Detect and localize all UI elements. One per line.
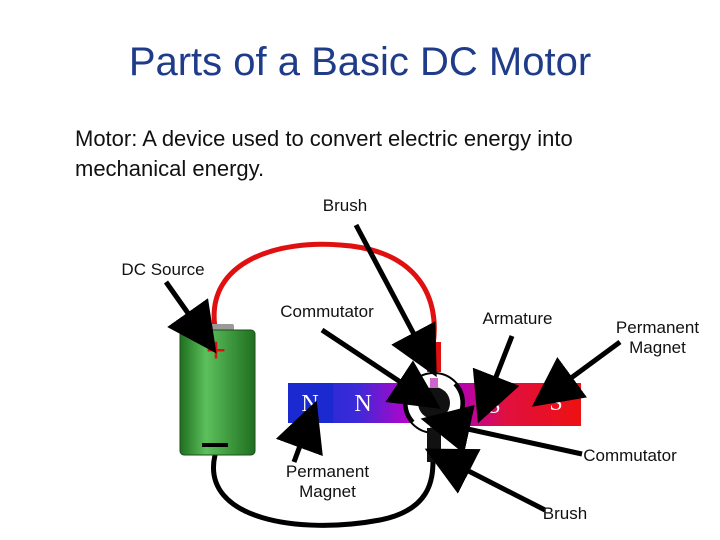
label-permanent-magnet-left-line1: Permanent <box>285 462 370 481</box>
magnet-pole-n2: N <box>354 391 371 417</box>
label-permanent-magnet-left: Permanent Magnet <box>275 462 380 502</box>
brush-bottom <box>427 428 441 462</box>
motor-definition: Motor: A device used to convert electric… <box>75 126 573 181</box>
label-brush-bottom: Brush <box>542 504 588 523</box>
arrow-commutator-left <box>320 327 441 409</box>
slide-title: Parts of a Basic DC Motor <box>128 40 592 84</box>
arrow-dc-source <box>163 280 217 354</box>
arrow-permanent-magnet-left <box>275 400 323 463</box>
label-commutator-right: Commutator <box>583 446 677 465</box>
commutator-segment-bottom <box>430 418 438 428</box>
arrow-permanent-magnet-right <box>531 339 622 407</box>
magnet-pole-s2: S <box>549 390 562 416</box>
commutator-segment-top <box>430 378 438 388</box>
arrow-commutator-right <box>420 404 583 457</box>
label-brush-top: Brush <box>322 196 368 215</box>
arrow-brush-top <box>353 223 437 378</box>
battery-plus-sign: + <box>206 330 227 370</box>
label-permanent-magnet-right-line2: Magnet <box>629 338 686 357</box>
label-armature: Armature <box>482 309 553 328</box>
label-permanent-magnet-left-line2: Magnet <box>299 482 356 501</box>
battery <box>179 324 256 456</box>
red-wire <box>211 241 437 346</box>
battery-minus-sign <box>202 443 228 447</box>
armature-shaft <box>418 387 450 419</box>
magnet-pole-n1: N <box>301 391 318 417</box>
label-permanent-magnet-right-line1: Permanent <box>615 318 700 337</box>
arrow-brush-bottom <box>424 448 547 513</box>
arrow-armature <box>472 335 520 424</box>
label-commutator-left: Commutator <box>280 302 374 321</box>
label-dc-source: DC Source <box>121 260 205 279</box>
brush-top <box>427 342 441 372</box>
label-permanent-magnet-right: Permanent Magnet <box>605 318 710 358</box>
